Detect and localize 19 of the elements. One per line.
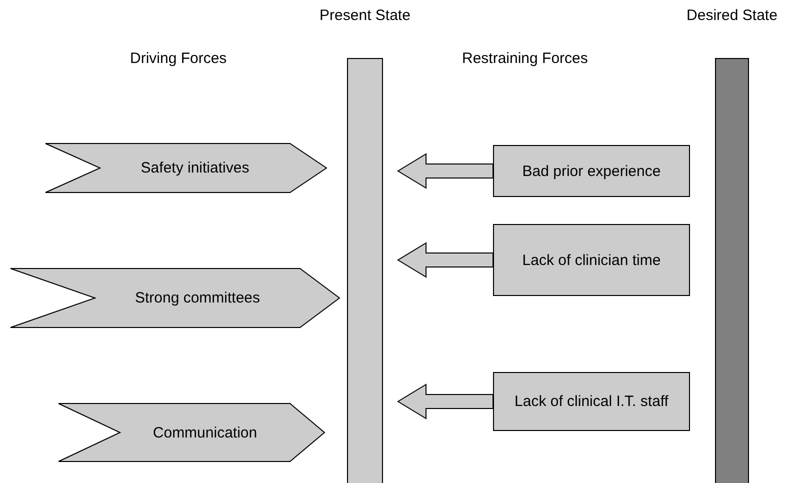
- force-box: [493, 224, 690, 296]
- state-heading: Desired State: [686, 7, 778, 24]
- force-arrow: [58, 403, 325, 462]
- force-text: Lack of clinician time: [522, 252, 661, 268]
- block-arrow: [397, 384, 494, 420]
- block-arrow: [397, 153, 494, 189]
- force-text: Lack of clinical I.T. staff: [514, 393, 668, 410]
- block-arrow: [397, 242, 494, 278]
- force-text: Communication: [152, 424, 258, 441]
- section-heading: Restraining Forces: [462, 50, 588, 67]
- state-heading: Present State: [320, 7, 410, 24]
- section-heading: Driving Forces: [130, 50, 227, 67]
- force-box: [493, 145, 690, 197]
- force-box: [493, 372, 690, 431]
- force-arrow: [45, 143, 327, 193]
- force-arrow: [10, 268, 340, 328]
- force-text: Strong committees: [134, 290, 260, 306]
- force-text: Bad prior experience: [522, 162, 661, 180]
- force-text: Safety initiatives: [140, 160, 250, 176]
